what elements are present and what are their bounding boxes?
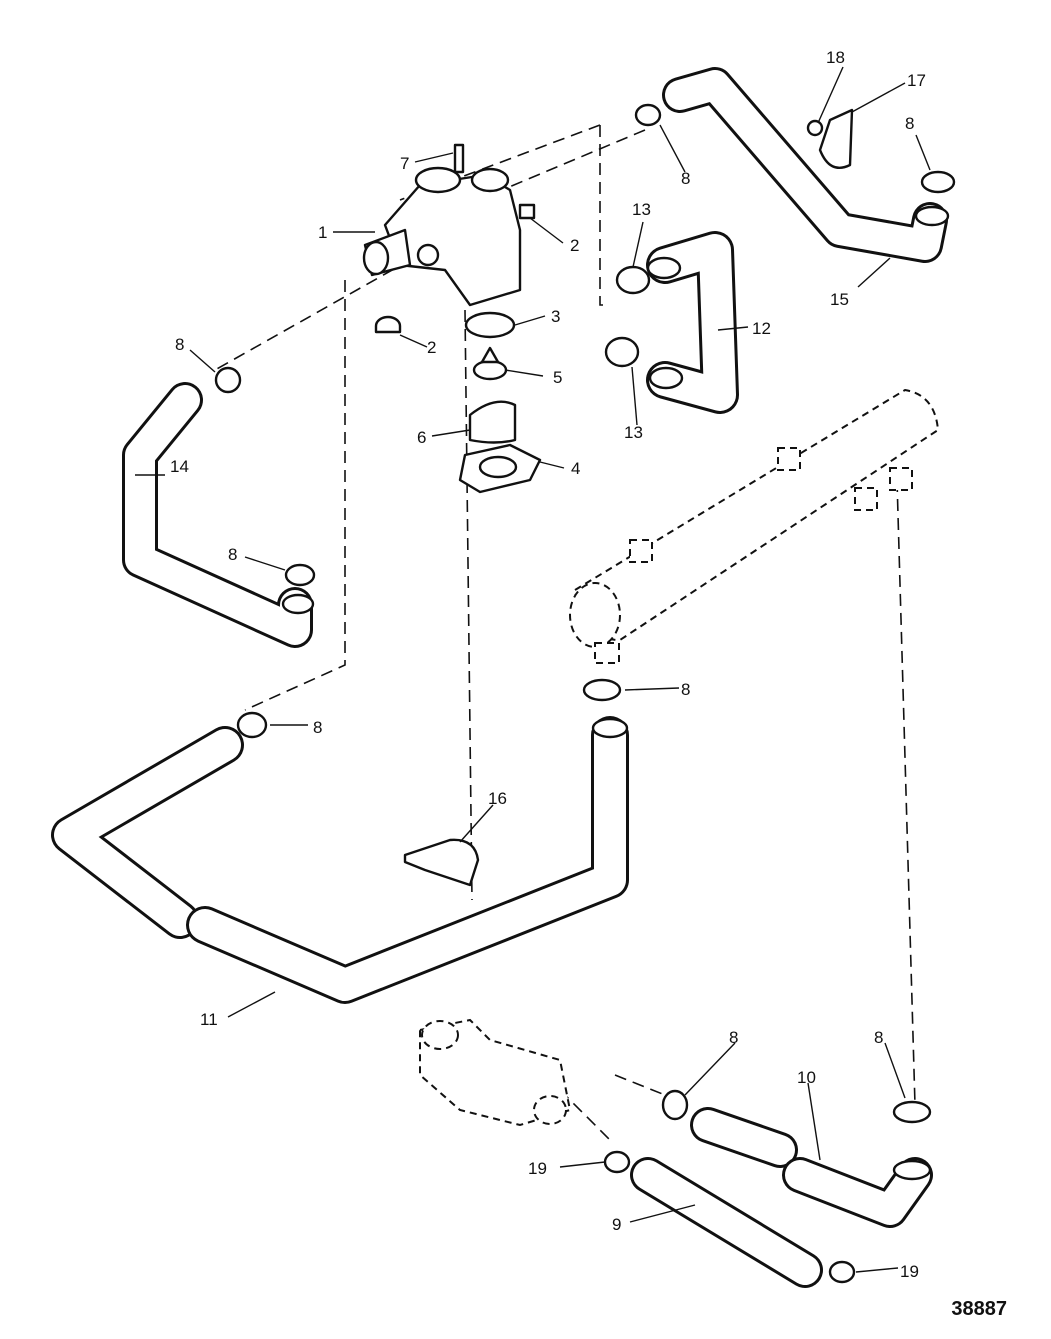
- bracket-17: [818, 108, 854, 170]
- callout-19: 19: [528, 1159, 547, 1178]
- callout-18: 18: [826, 48, 845, 67]
- callout-8: 8: [905, 114, 914, 133]
- callout-10: 10: [797, 1068, 816, 1087]
- clamp-16: [403, 838, 480, 887]
- callout-labels: 1 2 2 3 4 5 6 7 8 8 8 8 8 8 8 8 9 10 11 …: [170, 48, 926, 1281]
- seawater-pump-phantom: [419, 1018, 572, 1127]
- callout-6: 6: [417, 428, 426, 447]
- callout-8: 8: [681, 169, 690, 188]
- hose-14: [122, 382, 315, 648]
- callout-11: 11: [200, 1010, 218, 1029]
- callout-8: 8: [313, 718, 322, 737]
- callout-15: 15: [830, 290, 849, 309]
- callout-5: 5: [553, 368, 562, 387]
- gasket-4-hole: [478, 455, 518, 479]
- drawing-number: 38887: [951, 1298, 1007, 1320]
- callout-2: 2: [570, 236, 579, 255]
- hose-10: [690, 1107, 933, 1228]
- callout-8: 8: [681, 680, 690, 699]
- callout-14: 14: [170, 457, 189, 476]
- callout-8: 8: [874, 1028, 883, 1047]
- callout-16: 16: [488, 789, 507, 808]
- exhaust-manifold-phantom: [569, 388, 940, 664]
- hose-clamps: [214, 103, 956, 1284]
- hose-9: [630, 1157, 823, 1288]
- hose-12: [646, 231, 739, 414]
- gasket-3: [464, 311, 516, 339]
- callout-13: 13: [624, 423, 643, 442]
- callout-8: 8: [729, 1028, 738, 1047]
- callout-9: 9: [612, 1215, 621, 1234]
- callout-17: 17: [907, 71, 926, 90]
- callout-19: 19: [900, 1262, 919, 1281]
- nut-18: [806, 119, 824, 137]
- callout-1: 1: [318, 223, 327, 242]
- callout-2: 2: [427, 338, 436, 357]
- callout-12: 12: [752, 319, 771, 338]
- leader-lines: [135, 66, 931, 1273]
- callout-4: 4: [571, 459, 580, 478]
- callout-8: 8: [228, 545, 237, 564]
- callout-13: 13: [632, 200, 651, 219]
- sleeve-6: [468, 400, 517, 444]
- callout-3: 3: [551, 307, 560, 326]
- thermostat-5: [472, 346, 508, 381]
- callout-8: 8: [175, 335, 184, 354]
- hose-15: [662, 67, 950, 263]
- hose-11: [51, 716, 629, 1004]
- callout-7: 7: [400, 154, 409, 173]
- thermostat-housing: [362, 143, 536, 334]
